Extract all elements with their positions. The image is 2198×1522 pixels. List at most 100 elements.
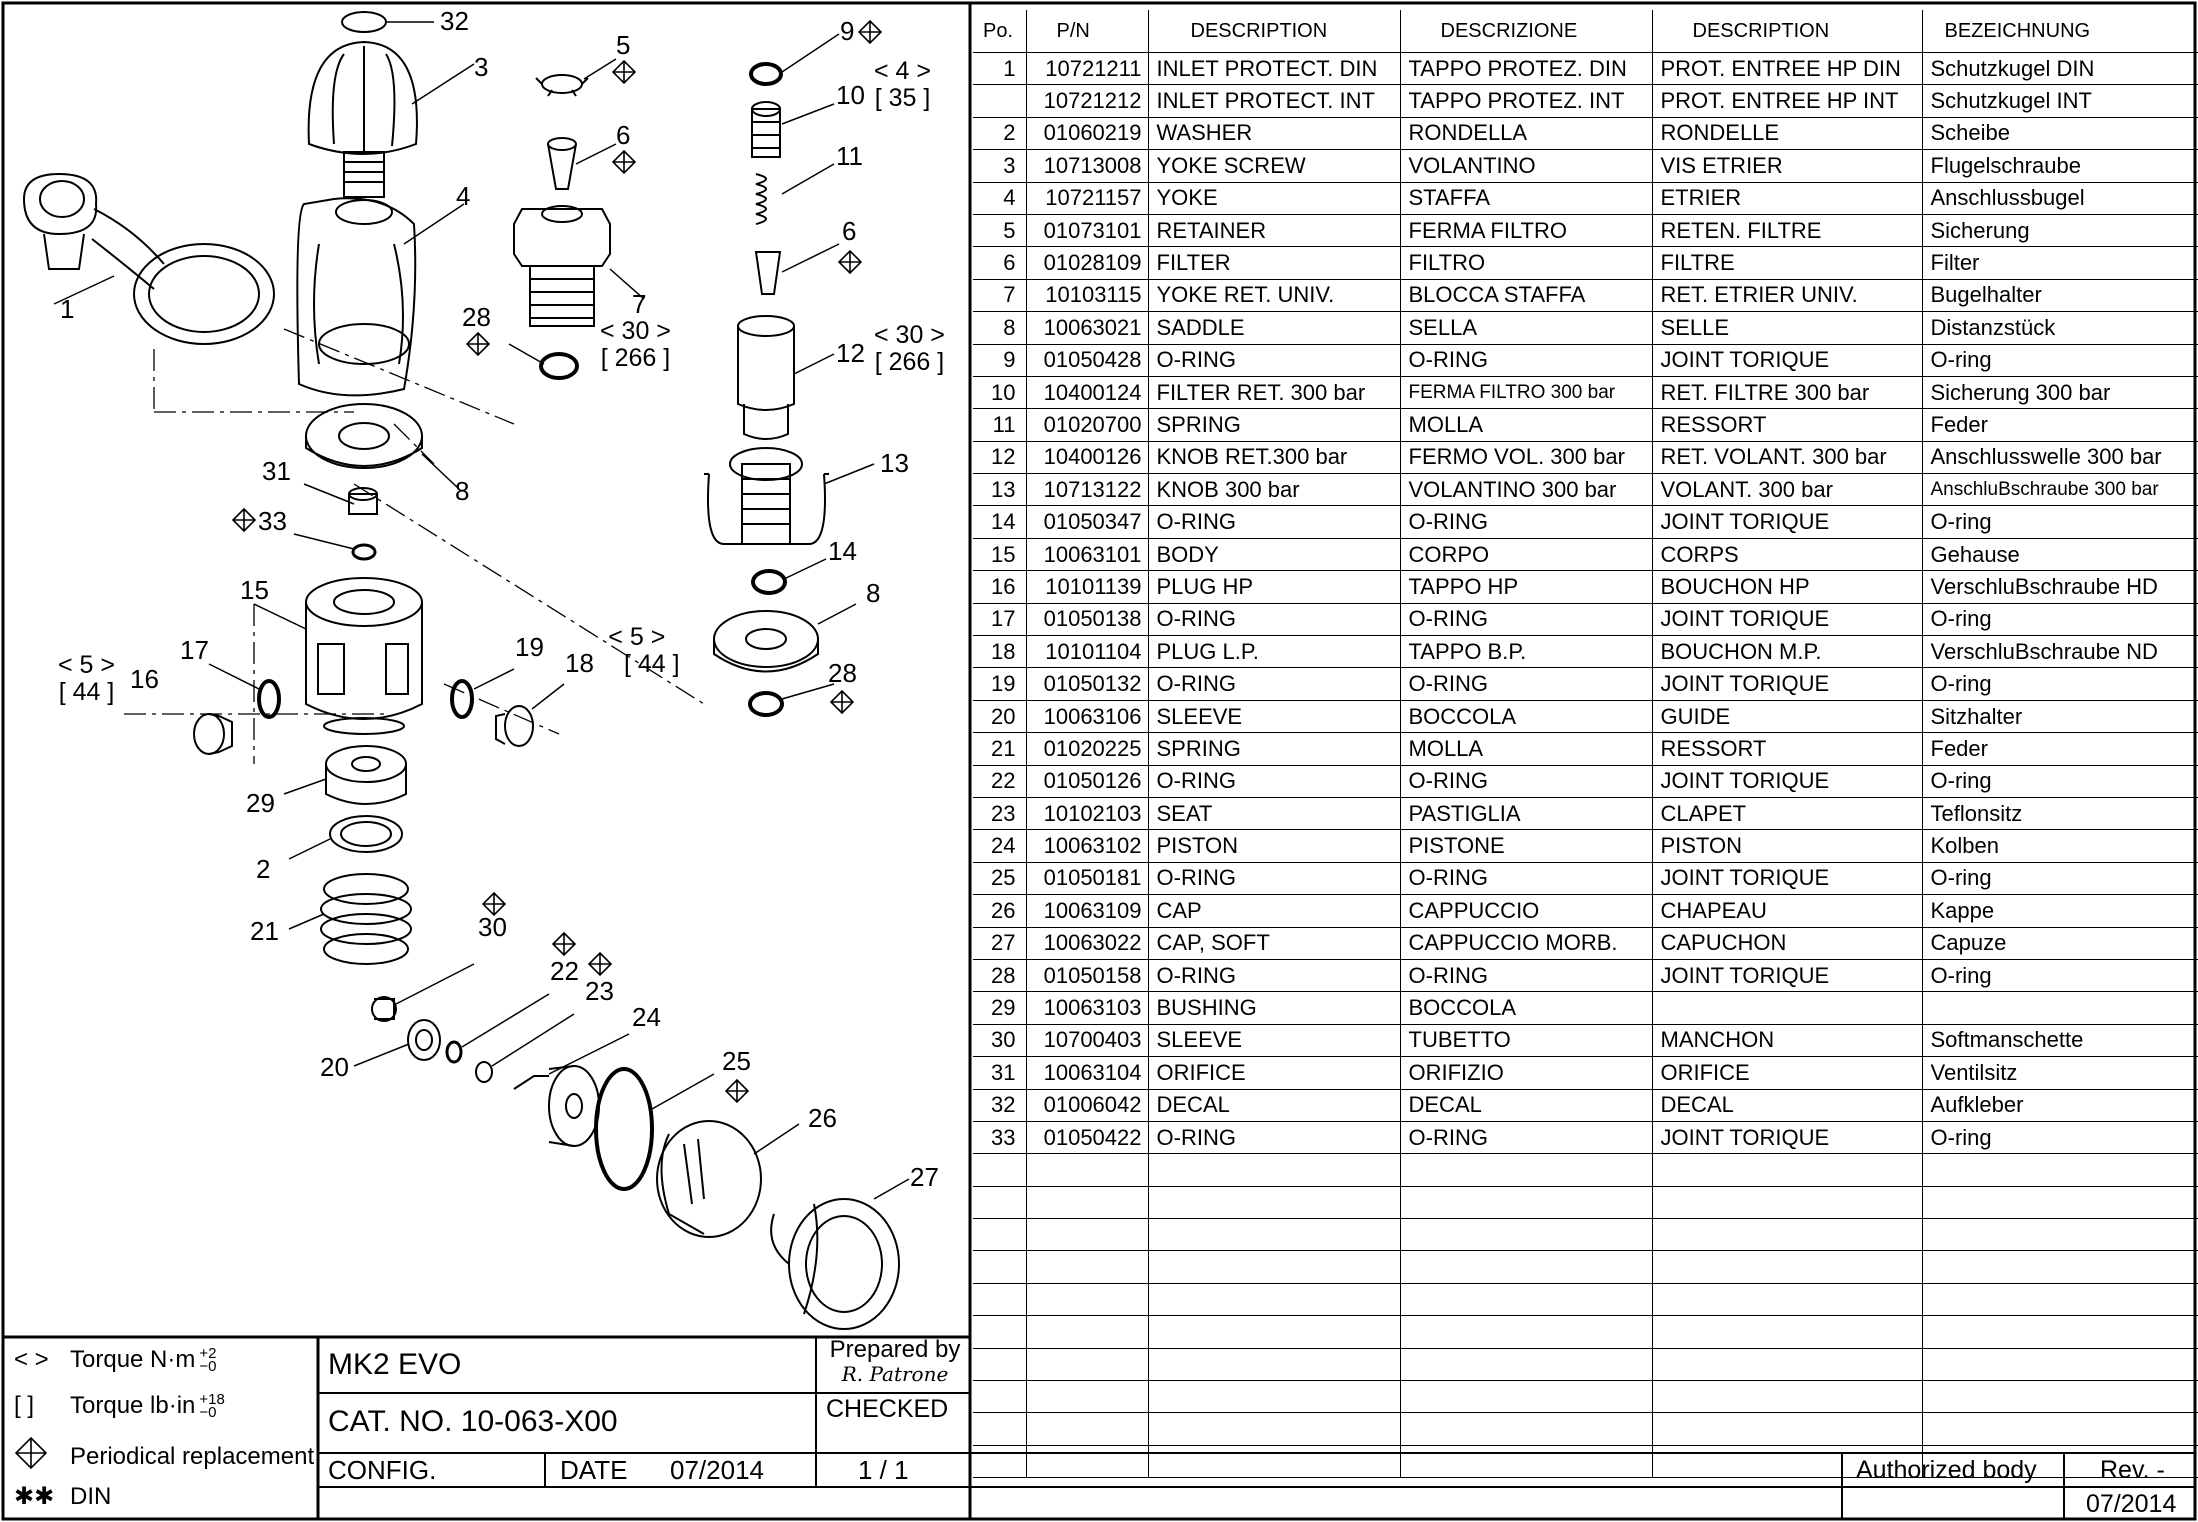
cell-en: KNOB RET.300 bar [1148,441,1401,475]
cell-empty [1922,1412,2198,1446]
cell-de: Kappe [1922,894,2198,928]
cell-fr: JOINT TORIQUE [1652,344,1923,377]
cell-it: TUBETTO [1400,1024,1653,1058]
cell-de: O-ring [1922,765,2198,798]
cell-pn: 01050138 [1026,603,1149,637]
cell-empty [1400,1283,1653,1317]
exploded-view-drawing [22,11,910,1330]
cell-po: 8 [973,311,1027,345]
cell-po: 7 [973,279,1027,313]
cell-pn: 10063106 [1026,700,1149,734]
cell-pn: 10102103 [1026,797,1149,831]
callout-13: 13 [880,448,909,478]
cell-empty [1652,1153,1923,1187]
cell-pn: 10721212 [1026,84,1149,118]
cell-empty [1652,1445,1923,1479]
cell-empty [1922,1218,2198,1252]
sheet-number: 1 / 1 [858,1455,909,1485]
cell-empty [1148,1218,1401,1252]
cell-de: O-ring [1922,344,2198,377]
cell-it: BOCCOLA [1400,700,1653,734]
cell-en: SPRING [1148,732,1401,766]
cell-fr: JOINT TORIQUE [1652,667,1923,701]
cell-en: PLUG L.P. [1148,635,1401,669]
cell-pn: 10721211 [1026,52,1149,86]
cell-po: 9 [973,344,1027,377]
cell-empty [1026,1348,1149,1382]
table-row-empty [973,1153,2198,1187]
cell-it: O-RING [1400,344,1653,377]
cell-it: O-RING [1400,667,1653,701]
cell-pn: 10721157 [1026,182,1149,215]
cell-en: BODY [1148,538,1401,572]
cell-po: 23 [973,797,1027,831]
cell-empty [1148,1315,1401,1349]
callout-20: 20 [320,1052,349,1082]
cell-en: SADDLE [1148,311,1401,345]
cell-fr: PROT. ENTREE HP INT [1652,84,1923,118]
table-row-empty [973,1250,2198,1284]
cell-empty [1148,1283,1401,1317]
cell-fr: RET. VOLANT. 300 bar [1652,441,1923,475]
din-label: DIN [70,1482,112,1510]
callout-5: 5 [616,30,631,60]
cell-it: DECAL [1400,1089,1653,1122]
parts-list-table: Po. P/N DESCRIPTION DESCRIZIONE DESCRIPT… [973,10,2198,1479]
table-row-empty [973,1218,2198,1252]
callout-14: 14 [828,536,857,566]
cell-de: Sitzhalter [1922,700,2198,734]
cell-po: 32 [973,1089,1027,1122]
torque-label-10: < 4 > [ 35 ] [874,58,931,112]
callout-23: 23 [585,976,614,1006]
cell-de: Schutzkugel DIN [1922,52,2198,86]
cell-po: 26 [973,894,1027,928]
cell-empty [1148,1250,1401,1284]
cell-it: BLOCCA STAFFA [1400,279,1653,313]
cell-pn: 10400124 [1026,376,1149,410]
cell-po: 13 [973,473,1027,507]
cell-pn: 01060219 [1026,117,1149,151]
torque-lbin: [ 35 ] [874,84,931,112]
torque-nm: < 4 > [874,57,931,85]
cell-fr: RET. ETRIER UNIV. [1652,279,1923,313]
callout-33: 33 [258,506,287,536]
torque-label-16: < 5 > [ 44 ] [58,652,115,706]
cell-po: 2 [973,117,1027,151]
cell-empty [1922,1380,2198,1414]
cell-en: SPRING [1148,408,1401,442]
cell-en: WASHER [1148,117,1401,151]
cell-po: 31 [973,1056,1027,1090]
cell-en: SLEEVE [1148,700,1401,734]
callout-6b: 6 [842,216,857,246]
cell-it: VOLANTINO [1400,149,1653,183]
cell-de: Flugelschraube [1922,149,2198,183]
cell-empty [1400,1445,1653,1479]
cell-pn: 01050422 [1026,1121,1149,1155]
cell-en: FILTER [1148,246,1401,280]
table-row-empty [973,1283,2198,1317]
cell-empty [1652,1218,1923,1252]
cell-fr: GUIDE [1652,700,1923,734]
checked-label: CHECKED [826,1395,949,1423]
cell-de: O-ring [1922,667,2198,701]
cell-empty [1148,1380,1401,1414]
cell-en: O-RING [1148,667,1401,701]
periodical-replacement-markers [231,19,883,1104]
cell-fr: JOINT TORIQUE [1652,505,1923,539]
cell-fr: JOINT TORIQUE [1652,959,1923,993]
cell-de: Capuze [1922,927,2198,960]
callout-28b: 28 [828,658,857,688]
callout-30: 30 [478,912,507,942]
torque-lbin: [ 266 ] [600,344,671,372]
cell-pn: 10101139 [1026,570,1149,604]
cell-empty [1026,1250,1149,1284]
torque-lbin: [ 44 ] [58,678,115,706]
torque-label-12: < 30 > [ 266 ] [874,322,945,376]
cell-fr: PROT. ENTREE HP DIN [1652,52,1923,86]
